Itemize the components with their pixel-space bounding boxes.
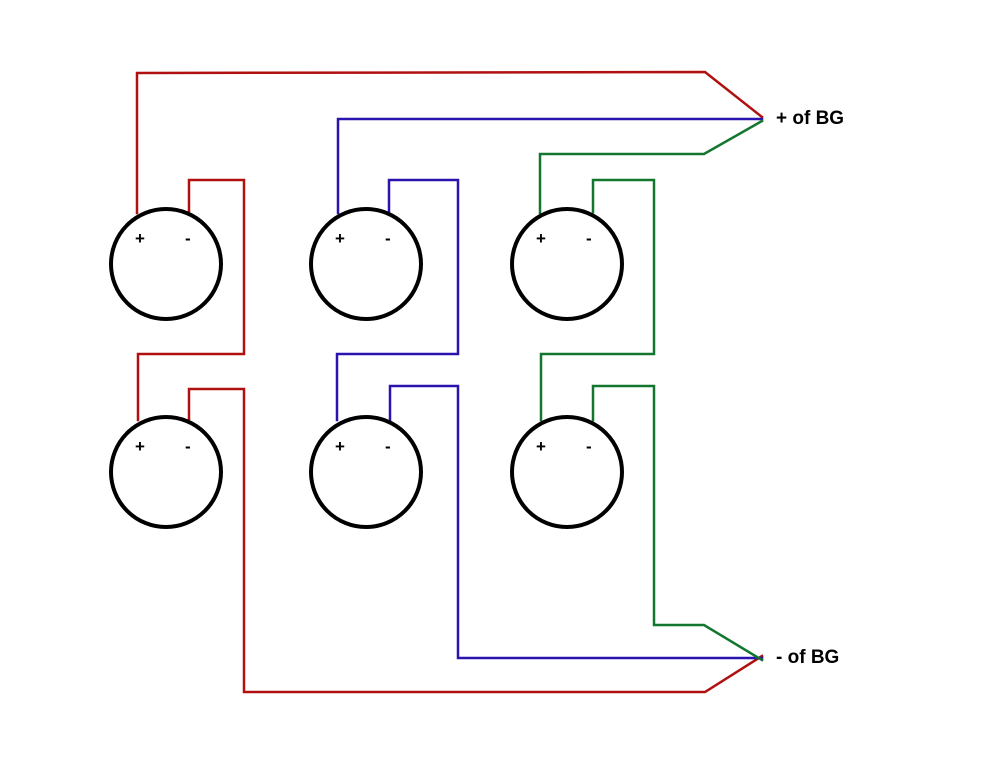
speaker-circle (109, 415, 223, 529)
blue-wire-negative-bus (388, 384, 764, 660)
green-chain-wires (538, 119, 764, 662)
speaker-circle (510, 415, 624, 529)
red-wire-positive-bus (135, 70, 764, 215)
minus-terminal-label: - (185, 437, 191, 456)
plus-terminal-label: + (135, 437, 145, 456)
speaker-circle (309, 207, 423, 321)
minus-terminal-label: - (385, 437, 391, 456)
green-wire-positive-bus (538, 119, 764, 215)
speaker-circle (309, 415, 423, 529)
blue-wire-series-link (335, 178, 460, 422)
speaker-top-left: + - (109, 207, 223, 321)
blue-chain-wires (335, 117, 764, 660)
green-wire-series-link (539, 178, 656, 422)
minus-terminal-label: - (586, 437, 592, 456)
red-chain-wires (135, 70, 764, 694)
green-wire-negative-bus (591, 384, 764, 662)
plus-terminal-label: + (536, 229, 546, 248)
plus-terminal-label: + (335, 229, 345, 248)
plus-terminal-label: + (536, 437, 546, 456)
speaker-bottom-right: + - (510, 415, 624, 529)
red-wire-series-link (136, 178, 246, 422)
red-wire-negative-bus (187, 387, 764, 694)
negative-bus-label: - of BG (776, 647, 839, 668)
blue-wire-positive-bus (336, 117, 764, 215)
speaker-top-middle: + - (309, 207, 423, 321)
minus-terminal-label: - (586, 229, 592, 248)
minus-terminal-label: - (185, 229, 191, 248)
speaker-circle (510, 207, 624, 321)
positive-bus-label: + of BG (776, 108, 844, 129)
speaker-top-right: + - (510, 207, 624, 321)
speaker-circle (109, 207, 223, 321)
speaker-bottom-left: + - (109, 415, 223, 529)
speaker-bottom-middle: + - (309, 415, 423, 529)
plus-terminal-label: + (135, 229, 145, 248)
plus-terminal-label: + (335, 437, 345, 456)
minus-terminal-label: - (385, 229, 391, 248)
